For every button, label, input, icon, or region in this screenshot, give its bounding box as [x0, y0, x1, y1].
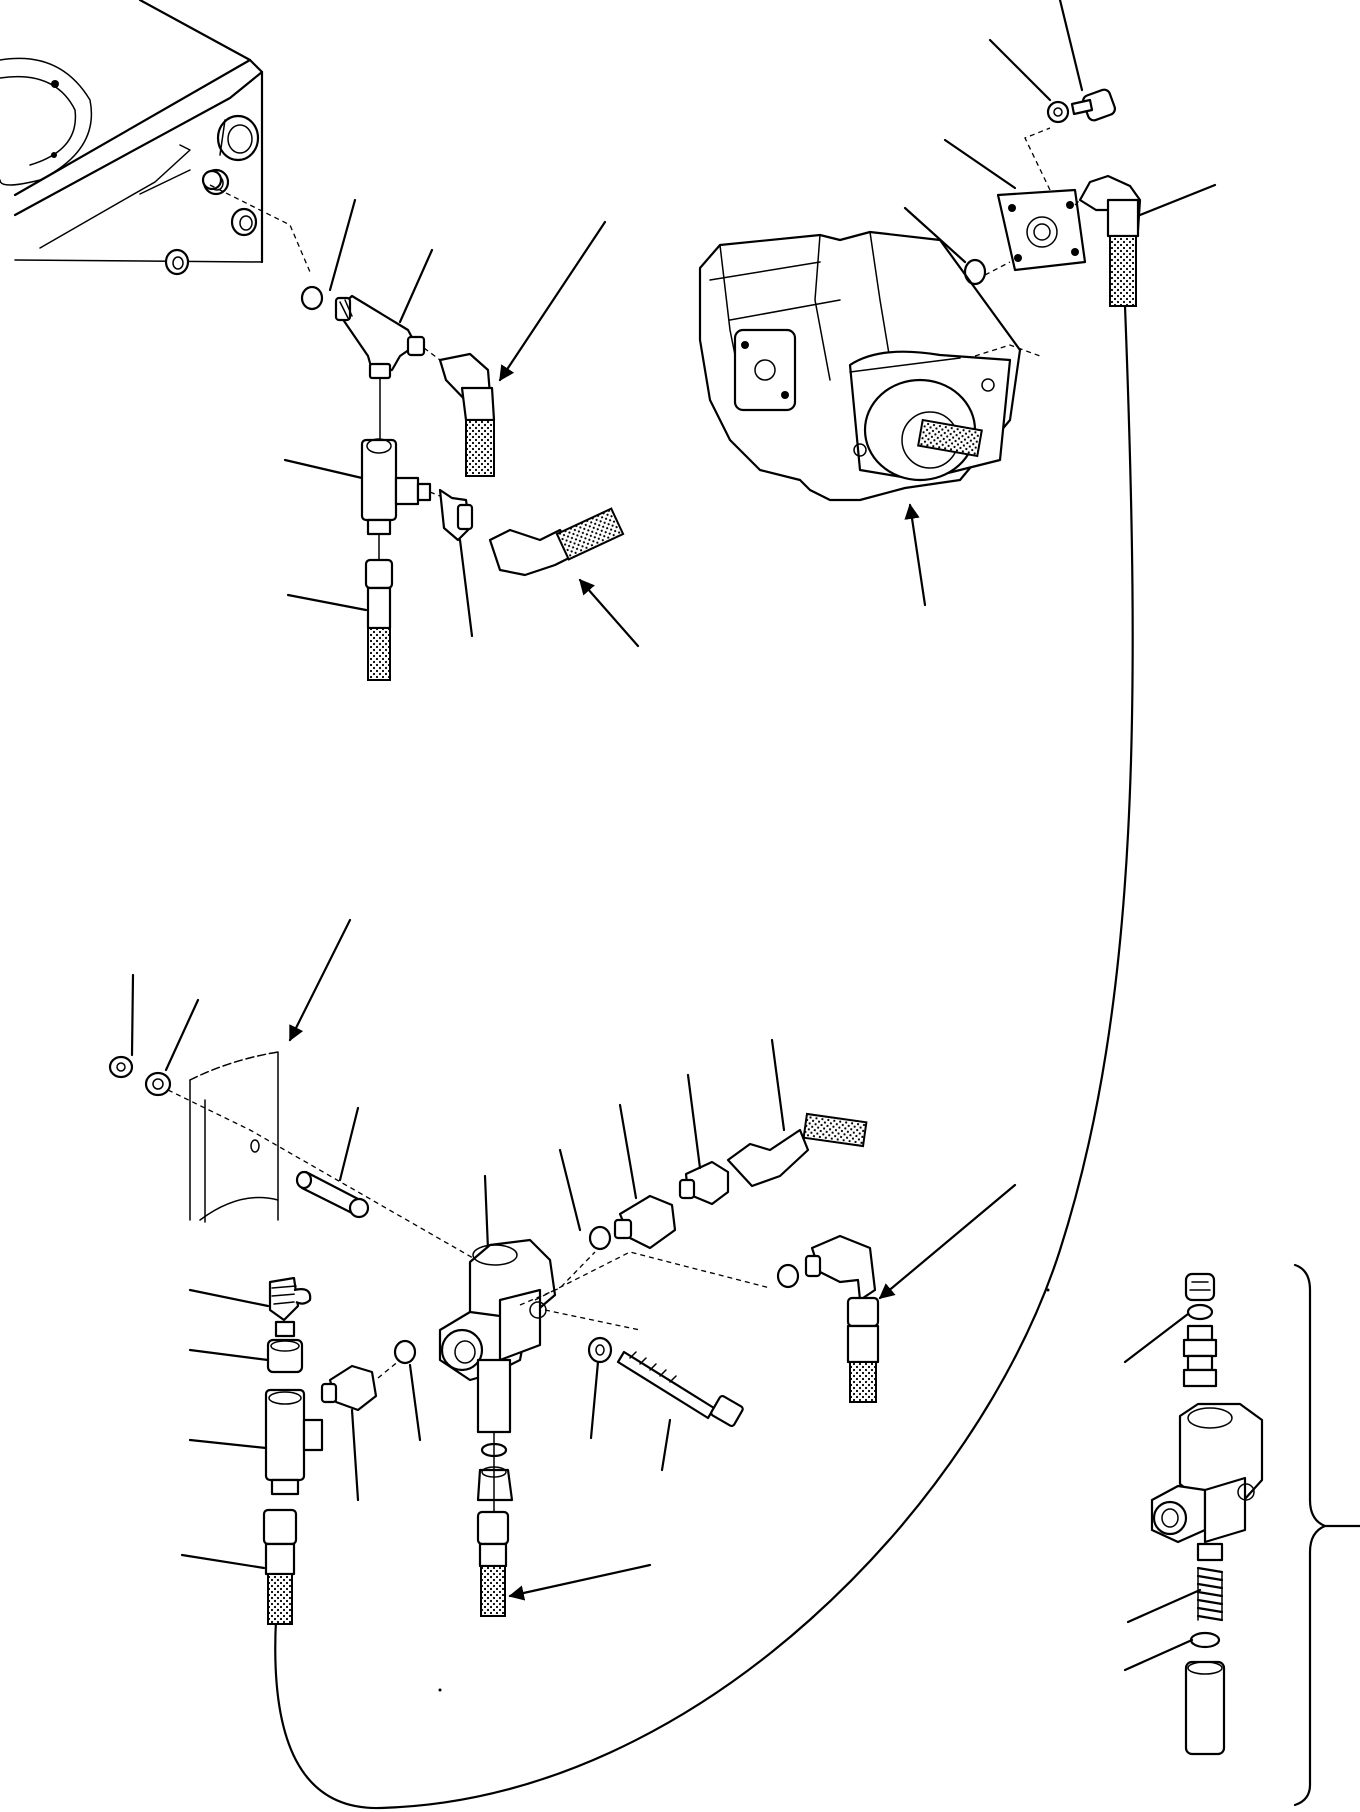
tee-fitting-upper: [334, 294, 426, 380]
o-ring-upper: [300, 285, 324, 311]
adapter-valve-left: [320, 1364, 378, 1412]
mounting-bracket: [189, 1051, 279, 1223]
elbow-hose-lower: [488, 507, 625, 577]
tee-fitting-left: [264, 1388, 324, 1496]
detail-valve-cap: [1184, 1660, 1226, 1756]
o-ring-pump: [963, 258, 987, 286]
hose-down-upper: [364, 558, 394, 681]
bracket-nut: [108, 1055, 134, 1079]
tank-port-small-2: [230, 207, 258, 237]
detail-valve-oring-bottom: [1189, 1631, 1221, 1649]
detail-valve-body: [1150, 1402, 1264, 1562]
spacer-tube: [295, 1170, 370, 1219]
bracket-washer: [144, 1071, 172, 1097]
hydraulic-tank: [0, 0, 264, 264]
elbow-fitting-pump: [1078, 174, 1142, 307]
elbow-hose-upper: [438, 352, 496, 477]
tee-fitting-lower: [360, 438, 432, 536]
o-ring-valve-elbow: [776, 1263, 800, 1289]
pump-flange: [996, 188, 1087, 272]
valve-washer: [587, 1336, 613, 1364]
tank-port-small-3: [164, 248, 190, 276]
elbow-fitting-valve: [804, 1234, 880, 1403]
adapter-valve-right-2: [678, 1160, 730, 1206]
o-ring-valve-right: [588, 1225, 612, 1251]
tank-port-small-4: [201, 169, 223, 191]
hose-left-bottom: [262, 1508, 298, 1625]
elbow-hose-valve-right: [726, 1112, 868, 1188]
detail-valve-spring: [1196, 1566, 1224, 1622]
hydraulic-pump: [698, 230, 1022, 502]
test-port-nipple: [274, 1320, 296, 1338]
tank-port-large: [216, 114, 260, 162]
priority-valve-body: [438, 1238, 557, 1434]
valve-bottom-adapter: [476, 1466, 514, 1502]
o-ring-valve-left: [393, 1339, 417, 1365]
pump-washer: [1046, 100, 1070, 124]
adapter-lower: [438, 488, 474, 542]
adapter-valve-right-1: [613, 1194, 677, 1250]
test-port-nut: [266, 1338, 304, 1374]
valve-bottom-hose: [476, 1510, 510, 1617]
pump-bolt: [1070, 88, 1117, 122]
valve-bolt: [616, 1350, 744, 1428]
detail-valve-oring-top: [1186, 1303, 1214, 1321]
detail-valve-plug: [1184, 1272, 1216, 1302]
detail-valve-spool: [1182, 1324, 1218, 1388]
detail-brace: [1293, 1263, 1327, 1807]
test-port-cap: [268, 1276, 312, 1322]
